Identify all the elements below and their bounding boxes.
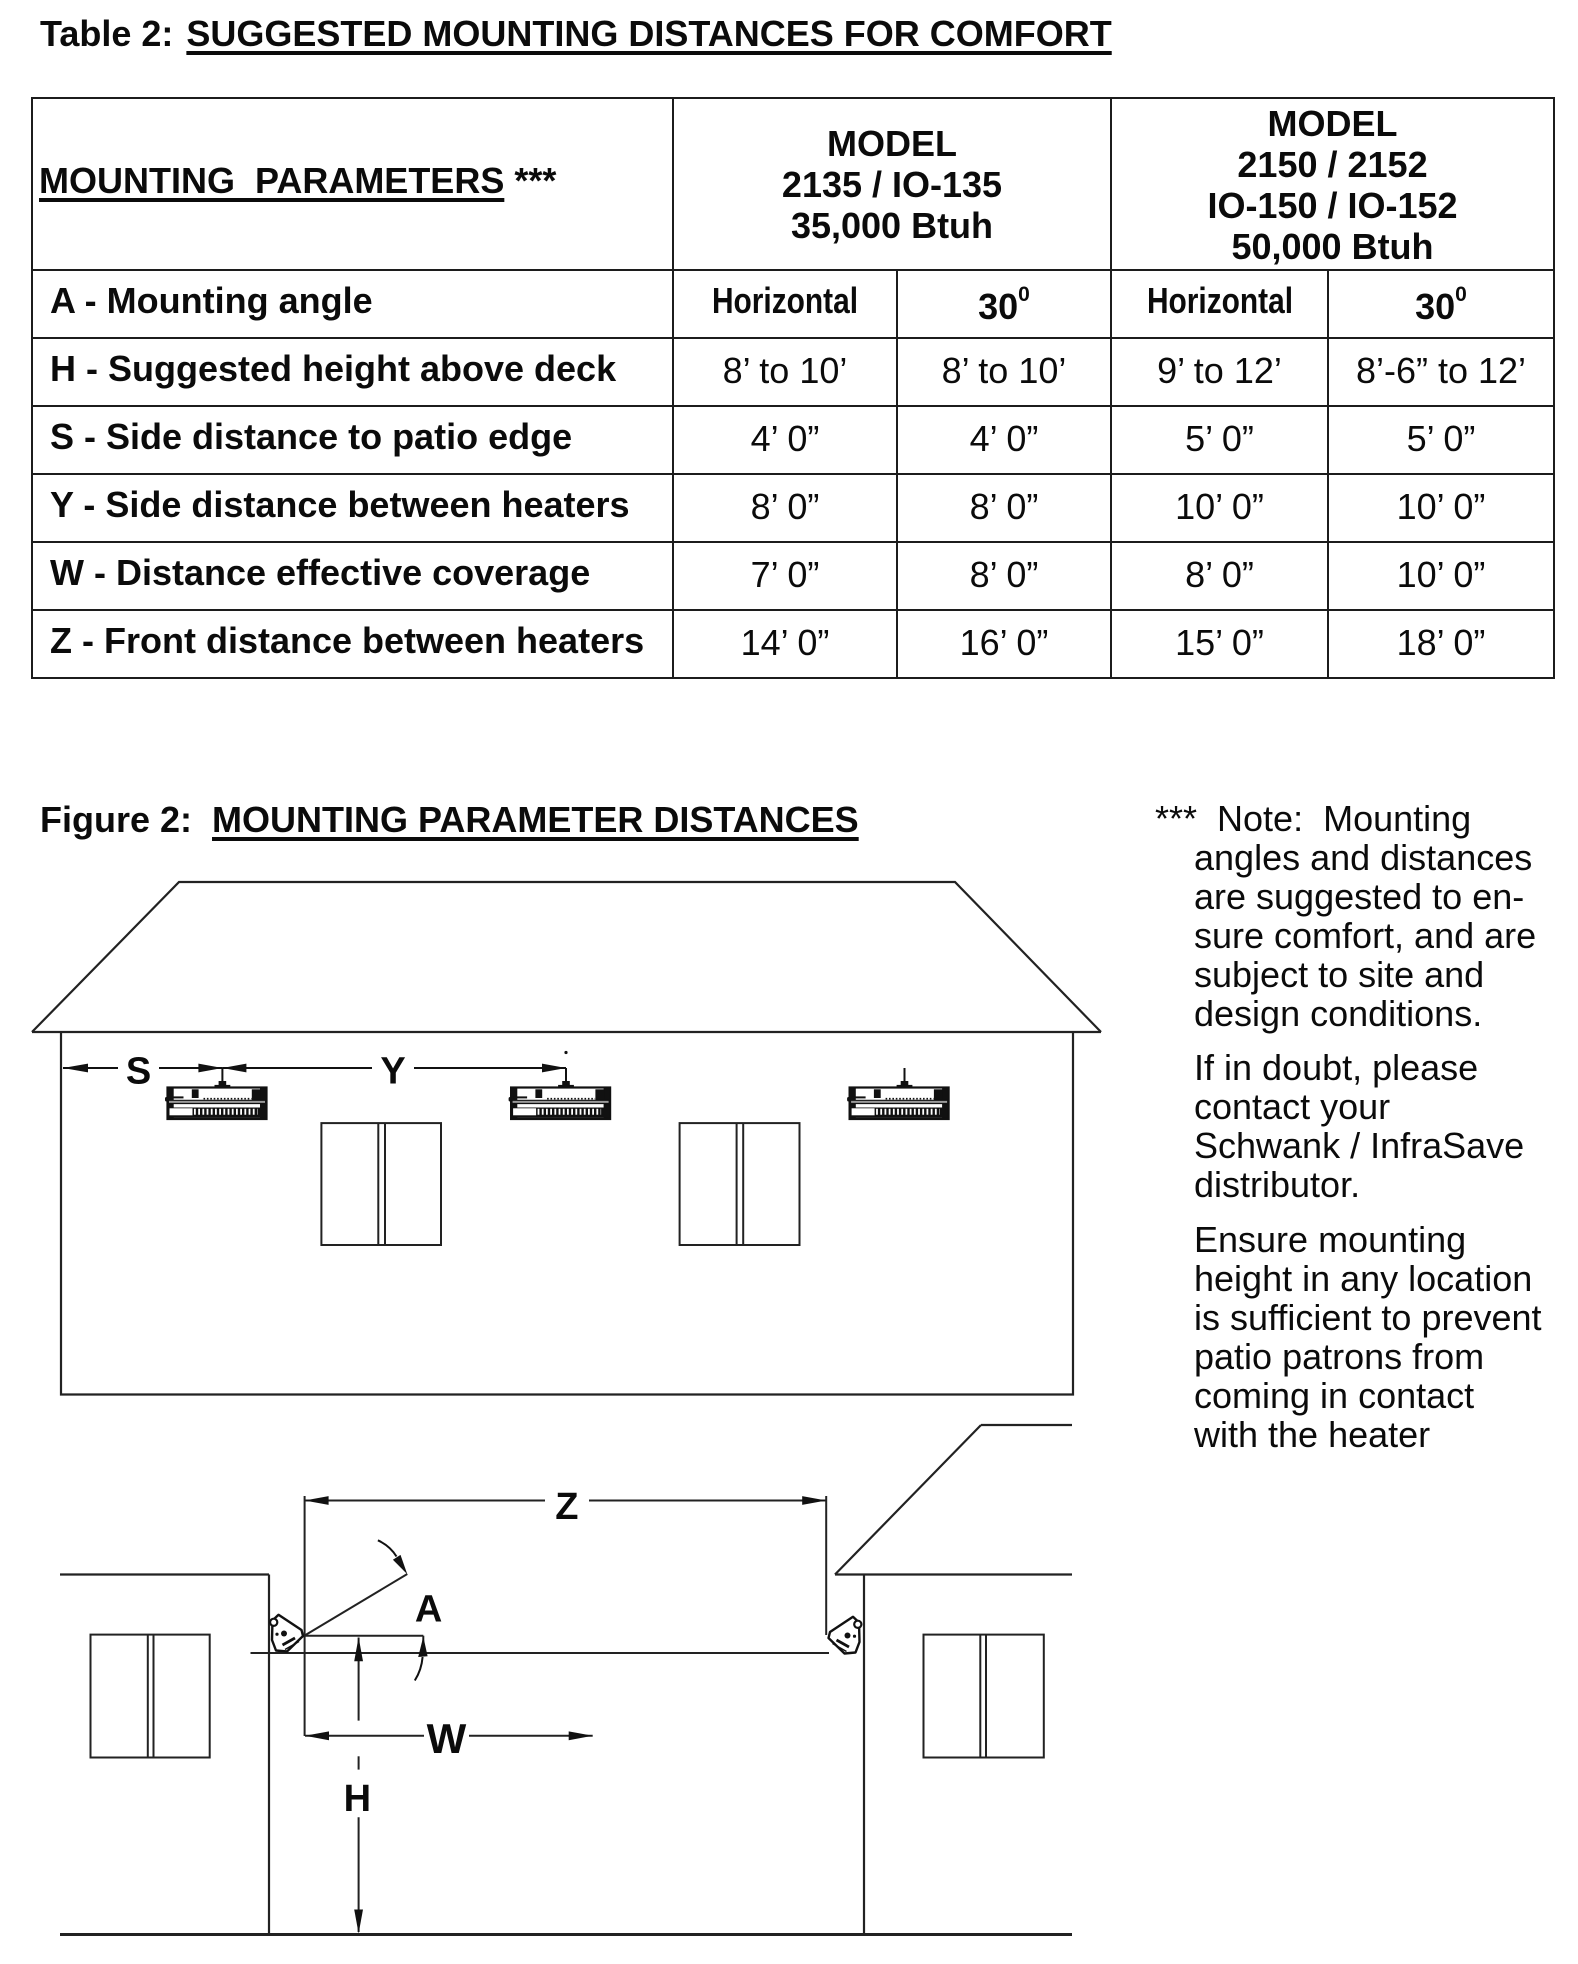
- svg-text:A: A: [415, 1588, 442, 1630]
- svg-text:S: S: [126, 1051, 151, 1093]
- svg-text:H: H: [344, 1778, 371, 1820]
- svg-text:Z: Z: [555, 1486, 578, 1528]
- svg-text:Y: Y: [380, 1051, 405, 1093]
- svg-text:W: W: [427, 1715, 467, 1762]
